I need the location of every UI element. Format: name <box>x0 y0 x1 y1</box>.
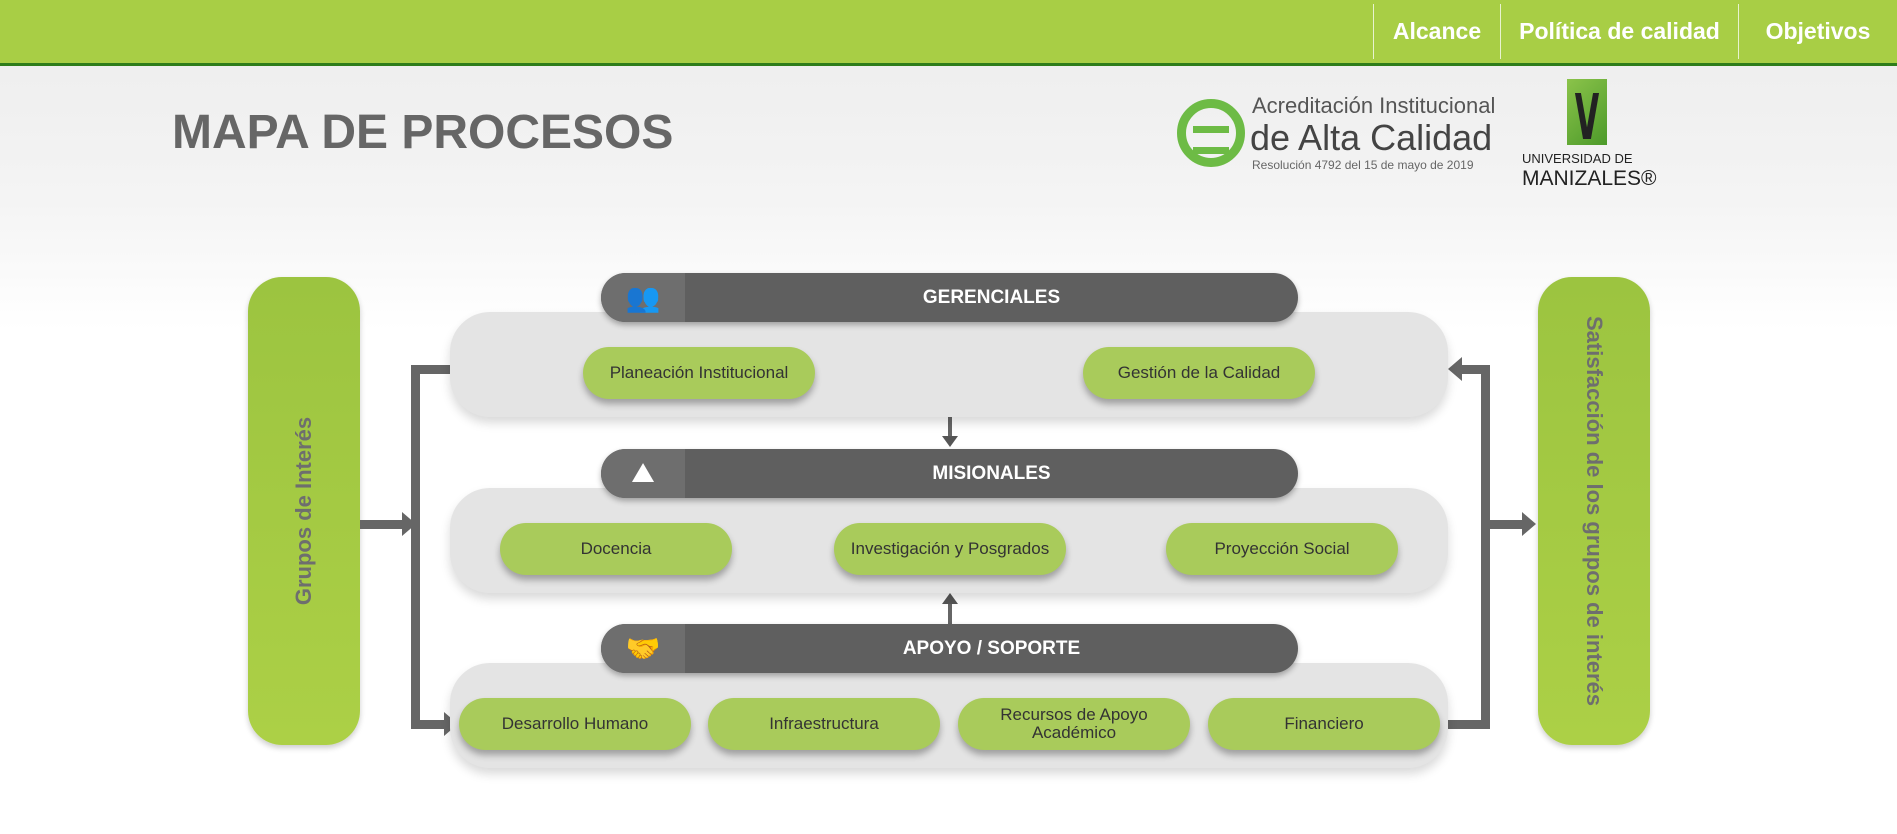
satisfaccion-label: Satisfacción de los grupos de interés <box>1582 316 1607 706</box>
gerenciales-header: 👥 GERENCIALES <box>601 273 1298 322</box>
misionales-title: MISIONALES <box>932 462 1051 484</box>
misionales-header: ⛰ MISIONALES <box>601 449 1298 498</box>
mountain-flag-icon: ⛰ <box>601 449 685 498</box>
university-emblem-icon <box>1567 79 1607 145</box>
people-icon: 👥 <box>601 273 685 322</box>
university-line1: UNIVERSIDAD DE <box>1522 151 1633 166</box>
arrow-grupos-in <box>360 520 405 529</box>
university-logo: UNIVERSIDAD DE MANIZALES® <box>1522 79 1672 193</box>
nav-objetivos[interactable]: Objetivos <box>1738 4 1897 59</box>
process-infraestructura[interactable]: Infraestructura <box>708 698 940 750</box>
process-gestion-de-la-calidad[interactable]: Gestión de la Calidad <box>1083 347 1315 399</box>
process-proyeccion-social[interactable]: Proyección Social <box>1166 523 1398 575</box>
right-connector-bottom <box>1448 720 1485 729</box>
gerenciales-title: GERENCIALES <box>922 286 1061 308</box>
process-docencia[interactable]: Docencia <box>500 523 732 575</box>
accreditation-line3: Resolución 4792 del 15 de mayo de 2019 <box>1252 158 1474 172</box>
arrowhead-left-icon <box>1448 357 1462 381</box>
handshake-icon: 🤝 <box>601 624 685 673</box>
arrowhead-right-icon <box>1522 512 1536 536</box>
process-planeacion-institucional[interactable]: Planeación Institucional <box>583 347 815 399</box>
process-desarrollo-humano[interactable]: Desarrollo Humano <box>459 698 691 750</box>
apoyo-header: 🤝 APOYO / SOPORTE <box>601 624 1298 673</box>
university-line2: MANIZALES® <box>1522 167 1657 190</box>
arrowhead-down-icon <box>942 436 958 447</box>
arrow-up-line <box>948 604 952 626</box>
nav-politica-de-calidad[interactable]: Política de calidad <box>1500 4 1738 59</box>
arrow-down-line <box>948 417 952 439</box>
nav-alcance[interactable]: Alcance <box>1373 4 1500 59</box>
process-investigacion-y-posgrados[interactable]: Investigación y Posgrados <box>834 523 1066 575</box>
accreditation-logo: Acreditación Institucional de Alta Calid… <box>1177 95 1497 173</box>
grupos-de-interes-bar: Grupos de Interés <box>248 277 360 745</box>
top-nav: Alcance Política de calidad Objetivos <box>0 0 1897 66</box>
satisfaccion-bar: Satisfacción de los grupos de interés <box>1538 277 1650 745</box>
grupos-de-interes-label: Grupos de Interés <box>291 416 316 606</box>
left-connector <box>411 365 420 729</box>
process-recursos-de-apoyo-academico[interactable]: Recursos de Apoyo Académico <box>958 698 1190 750</box>
apoyo-title: APOYO / SOPORTE <box>902 637 1081 659</box>
left-connector-top <box>411 365 451 374</box>
accreditation-line2: de Alta Calidad <box>1250 117 1493 158</box>
arrowhead-up-icon <box>942 593 958 604</box>
right-connector-top <box>1462 365 1487 374</box>
process-financiero[interactable]: Financiero <box>1208 698 1440 750</box>
left-connector-bottom <box>411 720 446 729</box>
accreditation-line1: Acreditación Institucional <box>1252 93 1496 118</box>
right-connector <box>1481 365 1490 729</box>
arrow-satisfaccion-out <box>1488 520 1524 529</box>
accreditation-ring-icon <box>1177 99 1245 167</box>
page-title: MAPA DE PROCESOS <box>172 106 674 159</box>
